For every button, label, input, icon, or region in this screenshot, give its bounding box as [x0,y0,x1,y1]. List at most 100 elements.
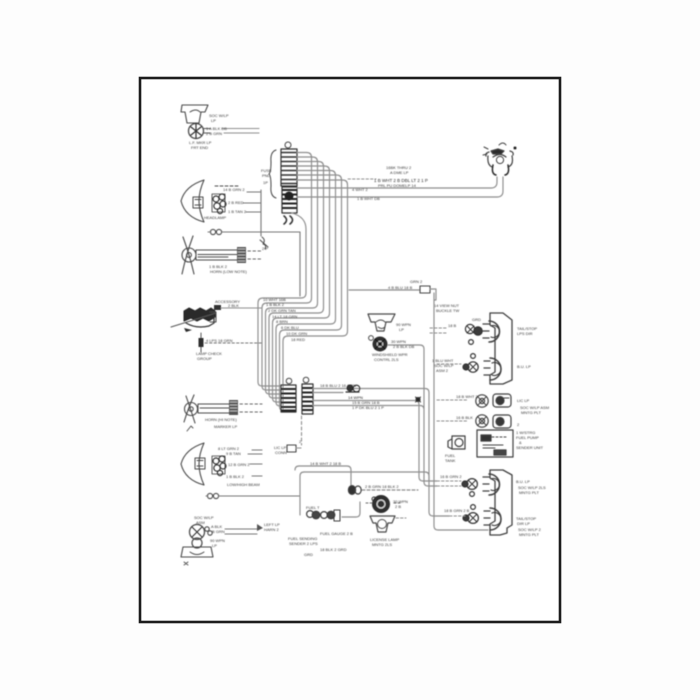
svg-text:B GRN: B GRN [212,529,225,534]
svg-text:TANK: TANK [445,458,456,463]
svg-text:TAIL/STOP: TAIL/STOP [517,326,537,331]
svg-text:LP: LP [212,543,217,548]
svg-text:LIC LP: LIC LP [517,398,530,403]
svg-text:2 B GRN 18 BLK 2: 2 B GRN 18 BLK 2 [365,484,399,489]
svg-text:16BK THRU 2: 16BK THRU 2 [386,165,412,170]
svg-text:2 B GRN: 2 B GRN [206,131,222,136]
svg-text:SOC W/LP: SOC W/LP [194,515,214,520]
svg-text:MNTG PLT: MNTG PLT [519,532,539,537]
svg-text:PRL PU DOMELP 14: PRL PU DOMELP 14 [378,183,417,188]
svg-text:1P: 1P [263,180,268,185]
svg-text:4 B BLU 18 B: 4 B BLU 18 B [388,285,413,290]
svg-text:HORN (LOW NOTE): HORN (LOW NOTE) [210,269,248,274]
svg-text:HARN 2: HARN 2 [264,527,279,532]
svg-text:1 B WHT DB: 1 B WHT DB [357,196,380,201]
svg-text:TAIL/STOP: TAIL/STOP [516,516,536,521]
svg-text:GRD: GRD [304,552,313,557]
svg-text:14 B GRN 2: 14 B GRN 2 [223,187,245,192]
svg-text:18 B WHT 2: 18 B WHT 2 [456,394,478,399]
svg-text:2 BLK: 2 BLK [228,303,239,308]
svg-text:2: 2 [299,439,302,444]
svg-text:SOC W/LP 2LS: SOC W/LP 2LS [518,485,546,490]
svg-text:18 B: 18 B [448,323,457,328]
svg-text:2 P: 2 P [262,246,268,251]
svg-text:SENDER UNIT: SENDER UNIT [516,445,544,450]
svg-text:1 P DK BLU 2 1 P: 1 P DK BLU 2 1 P [352,405,384,410]
svg-text:MNTG PLT: MNTG PLT [519,490,539,495]
svg-text:ASM: ASM [196,520,205,525]
svg-text:HEADLAMP: HEADLAMP [204,215,226,220]
svg-text:B.U. LP: B.U. LP [516,479,530,484]
svg-text:WINDSHIELD WPR: WINDSHIELD WPR [372,352,408,357]
svg-text:LP: LP [211,118,216,123]
svg-text:FUEL GAUGE 2 B: FUEL GAUGE 2 B [320,531,353,536]
svg-text:L.F. MKR LP: L.F. MKR LP [189,140,212,145]
svg-text:MNTG 2LS: MNTG 2LS [372,542,392,547]
svg-text:LIC LP: LIC LP [274,445,287,450]
svg-text:MNTG PLT: MNTG PLT [521,410,541,415]
svg-text:DIR LP: DIR LP [517,521,530,526]
svg-text:LP: LP [399,327,404,332]
svg-text:&: & [519,440,522,445]
svg-text:LOW/HIGH BEAM: LOW/HIGH BEAM [227,482,260,487]
svg-text:PNL: PNL [262,173,271,178]
svg-text:1 BLU WHT: 1 BLU WHT [432,358,454,363]
svg-text:A BLK: A BLK [211,524,222,529]
svg-text:SOC W/LP: SOC W/LP [209,113,229,118]
svg-text:ACCESSORY: ACCESSORY [215,299,240,304]
svg-text:HORN (HI NOTE): HORN (HI NOTE) [205,417,237,422]
svg-text:1 B BLK 2: 1 B BLK 2 [209,264,228,269]
svg-text:FRT END: FRT END [191,145,208,150]
svg-text:10 WHT 16B: 10 WHT 16B [263,297,286,302]
svg-text:18 B BLU 2 16 GRN: 18 B BLU 2 16 GRN [320,383,356,388]
svg-text:GRN 2: GRN 2 [410,279,423,284]
svg-text:30 WPN: 30 WPN [393,499,408,504]
svg-text:FUEL SENDING: FUEL SENDING [288,536,317,541]
svg-text:ASM 2: ASM 2 [436,368,449,373]
svg-text:14 WPN: 14 WPN [348,395,363,400]
svg-text:1 B WHT 2 B DBL LT 2 1 P: 1 B WHT 2 B DBL LT 2 1 P [374,178,428,183]
svg-text:1 A BLK DB: 1 A BLK DB [206,126,227,131]
svg-text:2 B RED: 2 B RED [228,200,244,205]
svg-text:16 B GRN 2: 16 B GRN 2 [440,474,462,479]
svg-text:30 WPN: 30 WPN [391,339,406,344]
svg-text:LPS DIR: LPS DIR [517,331,533,336]
svg-text:BUCKLE TW: BUCKLE TW [436,308,459,313]
svg-text:2 DK GRN TAN: 2 DK GRN TAN [268,308,296,313]
svg-text:8 LT GRN 2: 8 LT GRN 2 [218,446,240,451]
svg-text:90 WPN: 90 WPN [210,538,225,543]
svg-text:12 B GRN 2: 12 B GRN 2 [228,462,250,467]
svg-text:16 B BLK: 16 B BLK [456,415,473,420]
svg-text:6 DK BLU: 6 DK BLU [281,325,299,330]
svg-text:SOC W/LP 2: SOC W/LP 2 [518,527,542,532]
svg-text:FUSE: FUSE [261,168,272,173]
svg-text:18 RED: 18 RED [291,337,305,342]
svg-text:1 B TAN 2: 1 B TAN 2 [228,209,247,214]
svg-text:SENDER 2 LPS: SENDER 2 LPS [289,541,318,546]
svg-text:GROUP: GROUP [197,356,212,361]
svg-text:SOC W/LP ASM: SOC W/LP ASM [520,405,549,410]
svg-text:LICENSE LAMP: LICENSE LAMP [370,537,399,542]
svg-text:2 B: 2 B [395,504,401,509]
svg-text:14 LT 18 GRN: 14 LT 18 GRN [272,314,298,319]
svg-text:18 B GRN 2 B: 18 B GRN 2 B [444,508,470,513]
svg-text:MARKER LP: MARKER LP [214,424,237,429]
svg-text:8 BRN: 8 BRN [276,319,288,324]
svg-text:1 B BLK 2: 1 B BLK 2 [226,474,245,479]
svg-text:1 B BLK 2: 1 B BLK 2 [266,302,285,307]
svg-text:SOC W/LP: SOC W/LP [434,363,454,368]
svg-text:LEFT LP: LEFT LP [264,522,280,527]
svg-text:10 DK GRN: 10 DK GRN [286,331,307,336]
svg-text:90 WPN: 90 WPN [396,322,411,327]
svg-text:4 WHT 2: 4 WHT 2 [352,187,368,192]
svg-text:1 W/STRG: 1 W/STRG [516,430,535,435]
svg-text:15 B GRN 18 B: 15 B GRN 18 B [352,400,380,405]
svg-text:2 B BLK DB: 2 B BLK DB [393,344,415,349]
svg-text:FUEL PUMP: FUEL PUMP [516,435,539,440]
svg-text:18 BLK 2 GRD: 18 BLK 2 GRD [320,547,347,552]
svg-text:B.U. LP: B.U. LP [517,364,531,369]
svg-text:LAMP CHECK: LAMP CHECK [196,351,222,356]
svg-text:2: 2 [517,422,520,427]
svg-text:4 LPS 18 GRN: 4 LPS 18 GRN [206,338,233,343]
svg-text:FUEL: FUEL [445,453,456,458]
